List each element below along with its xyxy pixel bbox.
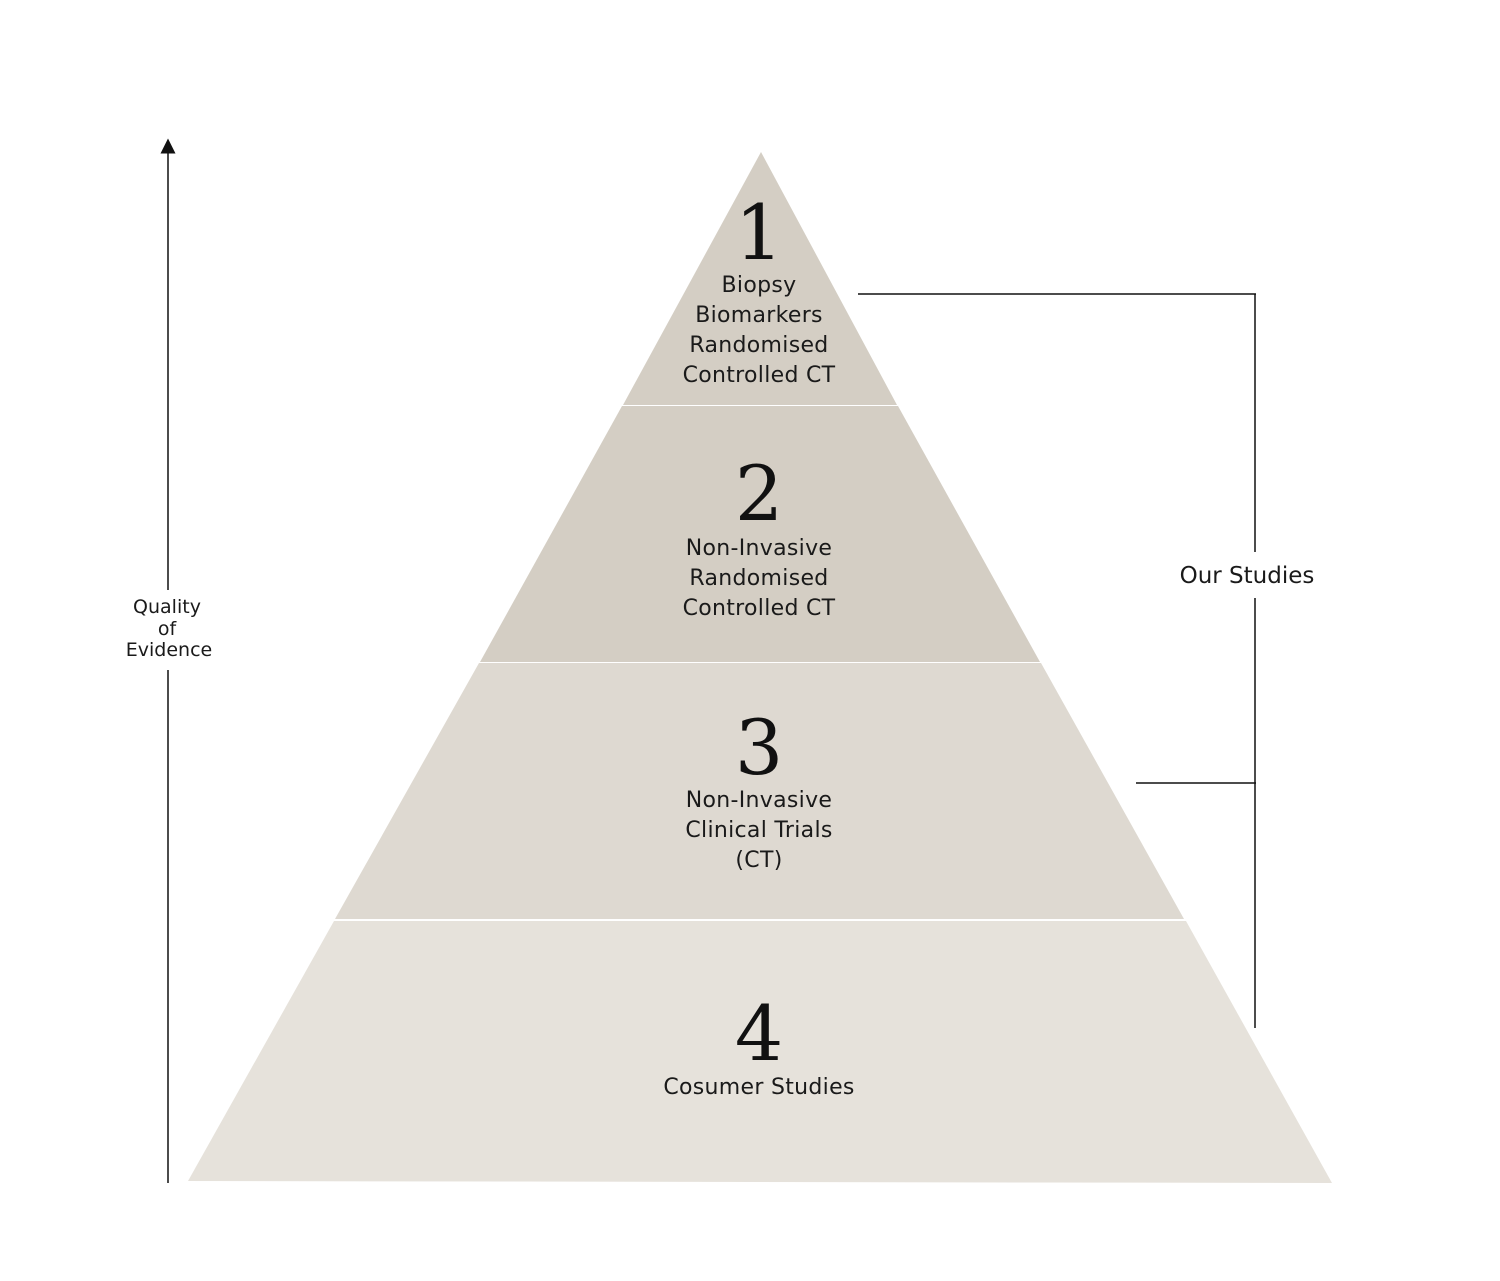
tier-3-label-line-2: Clinical Trials [685, 818, 832, 843]
tier-4-label-line-1: Cosumer Studies [663, 1075, 854, 1100]
quality-axis-label-line-1: Quality [133, 596, 201, 618]
tier-3-label-line-3: (CT) [735, 848, 782, 873]
tier-2-label-line-3: Controlled CT [683, 596, 836, 621]
tier-4-shape [188, 921, 1332, 1183]
quality-axis-label-line-3: Evidence [126, 639, 212, 661]
quality-axis-label-line-2: of [158, 618, 178, 640]
tier-2-number: 2 [735, 449, 783, 538]
tier-numbers: 1 2 3 4 [735, 188, 783, 1078]
tier-2-label-line-2: Randomised [689, 566, 828, 591]
tier-4-number: 4 [735, 989, 783, 1078]
tier-3-label-line-1: Non-Invasive [686, 788, 832, 813]
pyramid [188, 152, 1332, 1183]
tier-1-shape [623, 152, 897, 405]
tier-3-number: 3 [735, 703, 783, 792]
tier-1-label-line-2: Biomarkers [695, 303, 823, 328]
tier-1-label-line-3: Randomised [689, 333, 828, 358]
tier-labels: Biopsy Biomarkers Randomised Controlled … [663, 273, 854, 1100]
tier-2-label-line-1: Non-Invasive [686, 536, 832, 561]
tier-3-shape [335, 663, 1184, 919]
our-studies-label: Our Studies [1180, 563, 1315, 589]
tier-1-label-line-4: Controlled CT [683, 363, 836, 388]
tier-1-label-line-1: Biopsy [722, 273, 797, 298]
tier-2-shape [480, 406, 1040, 662]
quality-axis: Quality of Evidence [126, 138, 212, 1183]
tier-1-number: 1 [735, 188, 783, 277]
our-studies-bracket: Our Studies [858, 293, 1315, 1028]
